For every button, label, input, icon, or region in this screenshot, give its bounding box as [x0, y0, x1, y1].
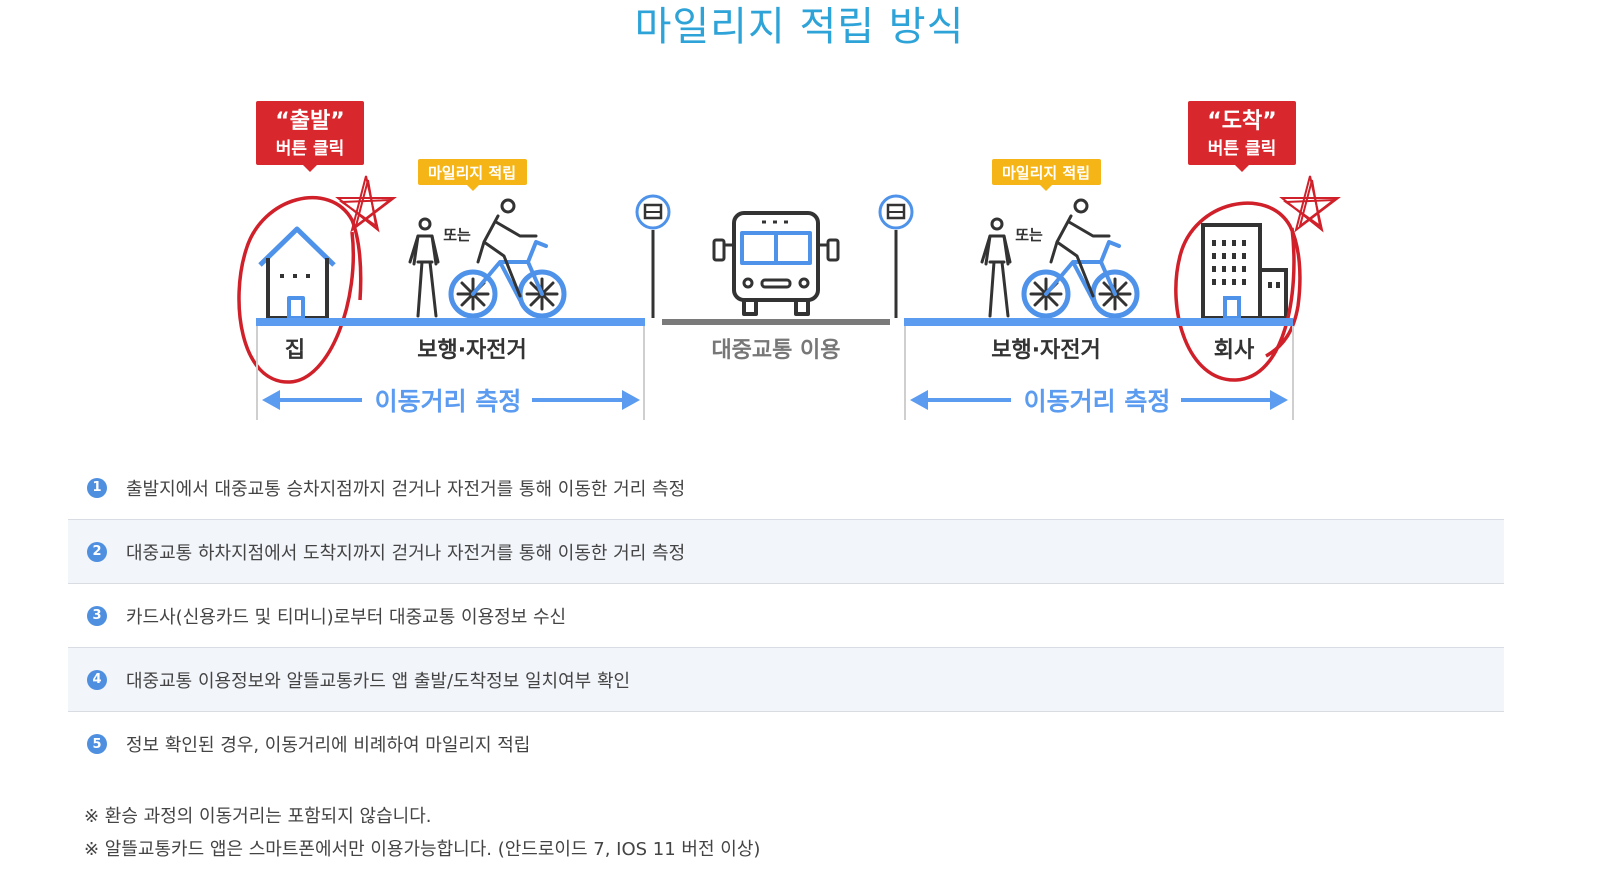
- pedestrian-icon-right: [980, 217, 1012, 318]
- pedestrian-icon-left: [408, 217, 440, 318]
- walk-bike-label-left: 보행·자전거: [417, 338, 527, 363]
- depart-callout-quote: “출발”: [275, 109, 344, 134]
- arrive-callout-quote: “도착”: [1207, 109, 1276, 134]
- arrive-callout-action: 버튼 클릭: [1208, 139, 1276, 159]
- star-doodle-right: [1279, 175, 1341, 233]
- mileage-badge-right: 마일리지 적립: [992, 159, 1101, 191]
- step-number-badge: 5: [87, 734, 107, 754]
- notes-list: ※ 환승 과정의 이동거리는 포함되지 않습니다. ※ 알뜰교통카드 앱은 스마…: [84, 800, 760, 866]
- svg-text:마일리지 적립: 마일리지 적립: [1002, 164, 1090, 182]
- depart-callout-action: 버튼 클릭: [276, 139, 344, 159]
- note-smartphone-only: ※ 알뜰교통카드 앱은 스마트폰에서만 이용가능합니다. (안드로이드 7, I…: [84, 839, 761, 860]
- bus-stop-icon-left: [635, 194, 671, 318]
- bus-stop-icon-right: [878, 194, 914, 318]
- highlight-circle-home: [237, 196, 363, 384]
- step-list: 1 출발지에서 대중교통 승차지점까지 걷거나 자전거를 통해 이동한 거리 측…: [68, 456, 1504, 776]
- company-label: 회사: [1214, 338, 1255, 363]
- home-icon: [258, 226, 336, 320]
- bicycle-icon-left: [448, 198, 567, 319]
- road-walk-left: [256, 318, 645, 326]
- highlight-circle-company: [1174, 201, 1302, 382]
- or-label-right: 또는: [1015, 226, 1043, 244]
- note-transfer: ※ 환승 과정의 이동거리는 포함되지 않습니다.: [84, 806, 432, 827]
- bicycle-icon-right: [1021, 198, 1140, 319]
- svg-text:마일리지 적립: 마일리지 적립: [428, 164, 516, 182]
- step-text: 대중교통 하차지점에서 도착지까지 걷거나 자전거를 통해 이동한 거리 측정: [126, 542, 686, 564]
- walk-bike-label-right: 보행·자전거: [991, 338, 1101, 363]
- page-title: 마일리지 적립 방식: [634, 4, 965, 50]
- step-text: 카드사(신용카드 및 티머니)로부터 대중교통 이용정보 수신: [126, 606, 567, 628]
- measure-boundary-ticks: [256, 326, 1294, 420]
- step-text: 정보 확인된 경우, 이동거리에 비례하여 마일리지 적립: [126, 735, 531, 756]
- depart-callout: “출발” 버튼 클릭: [256, 101, 364, 172]
- building-icon: [1201, 223, 1288, 320]
- step-item: 1 출발지에서 대중교통 승차지점까지 걷거나 자전거를 통해 이동한 거리 측…: [68, 456, 1504, 520]
- transit-label: 대중교통 이용: [711, 338, 840, 363]
- step-number-badge: 4: [87, 669, 107, 690]
- measure-arrow-left: 이동거리 측정: [262, 387, 640, 416]
- bus-icon: [712, 211, 840, 316]
- measure-label-left: 이동거리 측정: [375, 387, 522, 416]
- mileage-diagram: “출발” 버튼 클릭 “도착” 버튼 클릭 마일리지 적립 마일리지 적립: [237, 101, 1341, 420]
- mileage-badge-left: 마일리지 적립: [418, 159, 527, 191]
- step-text: 출발지에서 대중교통 승차지점까지 걷거나 자전거를 통해 이동한 거리 측정: [126, 478, 686, 500]
- arrive-callout: “도착” 버튼 클릭: [1188, 101, 1296, 172]
- step-item: 5 정보 확인된 경우, 이동거리에 비례하여 마일리지 적립: [68, 712, 1504, 776]
- step-text: 대중교통 이용정보와 알뜰교통카드 앱 출발/도착정보 일치여부 확인: [126, 670, 631, 692]
- step-item: 4 대중교통 이용정보와 알뜰교통카드 앱 출발/도착정보 일치여부 확인: [68, 648, 1504, 712]
- step-number-badge: 3: [87, 605, 107, 626]
- star-doodle-left: [335, 175, 397, 233]
- or-label-left: 또는: [443, 226, 471, 244]
- road-transit: [662, 319, 890, 325]
- step-item: 3 카드사(신용카드 및 티머니)로부터 대중교통 이용정보 수신: [68, 584, 1504, 648]
- road-walk-right: [904, 318, 1293, 326]
- measure-arrow-right: 이동거리 측정: [910, 387, 1288, 416]
- measure-label-right: 이동거리 측정: [1024, 387, 1171, 416]
- step-item: 2 대중교통 하차지점에서 도착지까지 걷거나 자전거를 통해 이동한 거리 측…: [68, 520, 1504, 584]
- step-number-badge: 1: [87, 477, 107, 498]
- step-number-badge: 2: [87, 541, 107, 562]
- home-label: 집: [285, 338, 305, 363]
